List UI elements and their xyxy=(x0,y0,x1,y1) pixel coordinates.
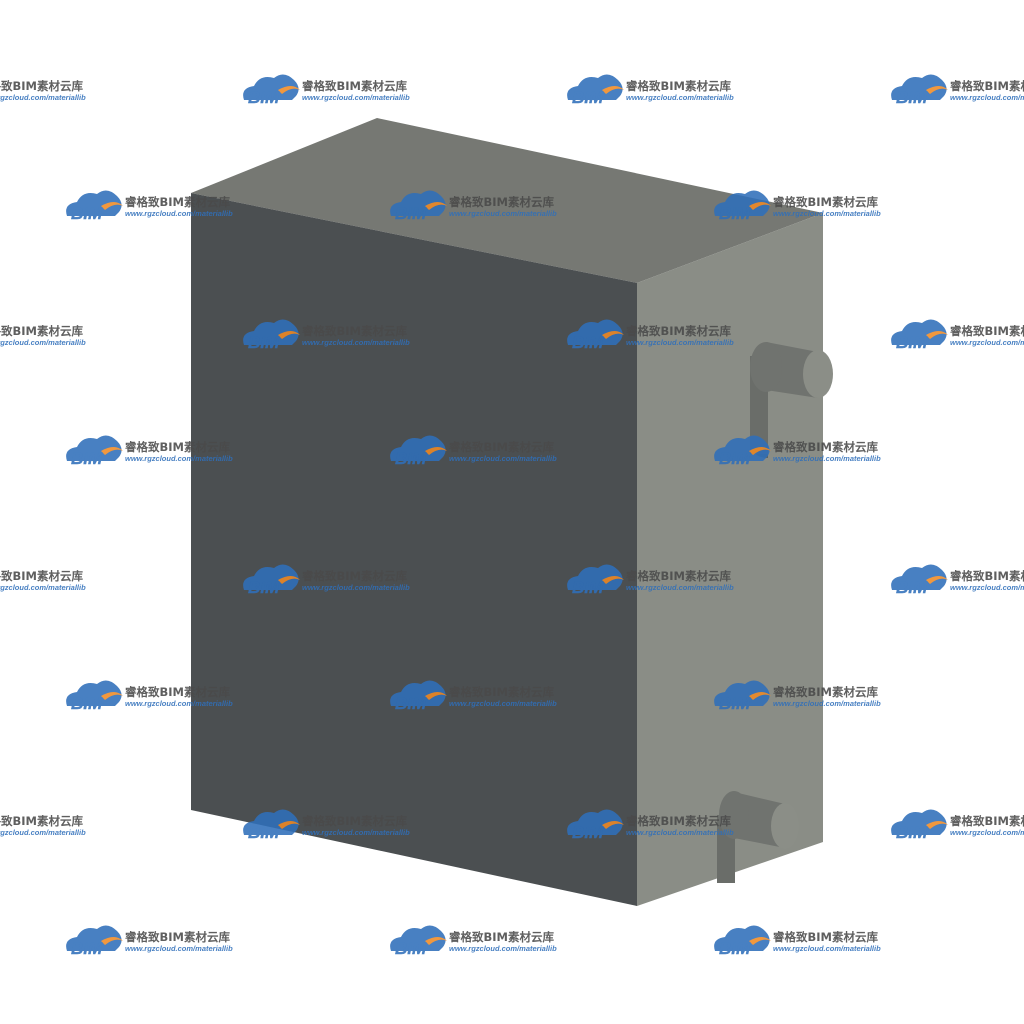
upper-pipe-fitting xyxy=(750,342,833,458)
box-front-face xyxy=(191,193,637,906)
box-top-face xyxy=(191,118,823,283)
lower-pipe-fitting xyxy=(717,791,799,883)
